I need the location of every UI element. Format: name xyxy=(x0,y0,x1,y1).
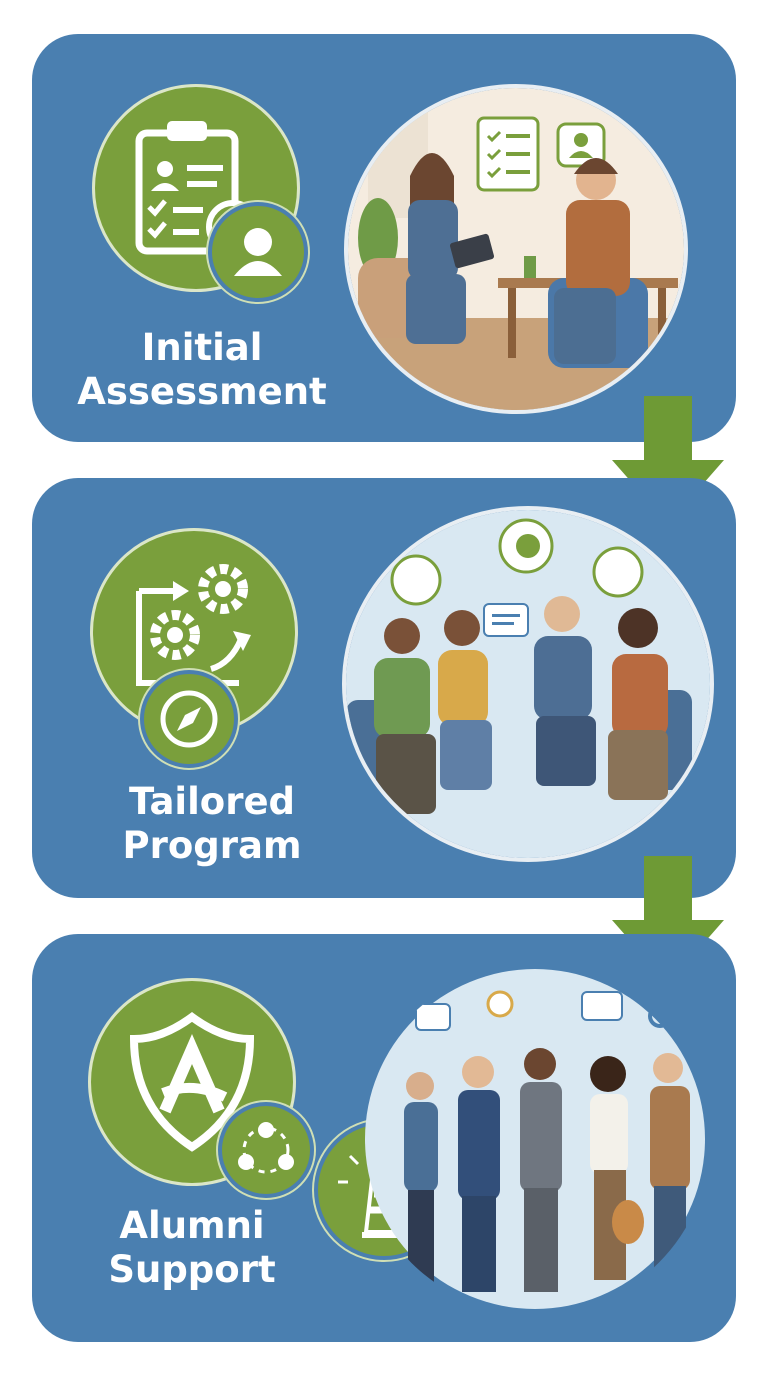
step-title: Alumni Support xyxy=(52,1204,332,1292)
step-card-tailored-program: Tailored Program xyxy=(32,478,736,898)
step-title: Initial Assessment xyxy=(62,326,342,414)
step-card-initial-assessment: Initial Assessment xyxy=(32,34,736,442)
step-title-line2: Program xyxy=(122,824,302,867)
group-session-illustration xyxy=(342,506,714,862)
step-title-line2: Assessment xyxy=(77,370,327,413)
step-title-line1: Initial xyxy=(141,326,263,369)
step-title-line1: Alumni xyxy=(119,1204,265,1247)
compass-icon xyxy=(140,670,238,768)
step-title-line2: Support xyxy=(108,1248,276,1291)
step-title-line1: Tailored xyxy=(128,780,296,823)
network-people-icon xyxy=(218,1102,314,1198)
alumni-network-illustration xyxy=(360,964,710,1314)
clipboard-checklist-icon xyxy=(92,84,300,292)
assessment-interview-illustration xyxy=(344,84,688,414)
step-title: Tailored Program xyxy=(62,780,362,868)
user-icon xyxy=(208,202,308,302)
step-card-alumni-support: Alumni Support xyxy=(32,934,736,1342)
